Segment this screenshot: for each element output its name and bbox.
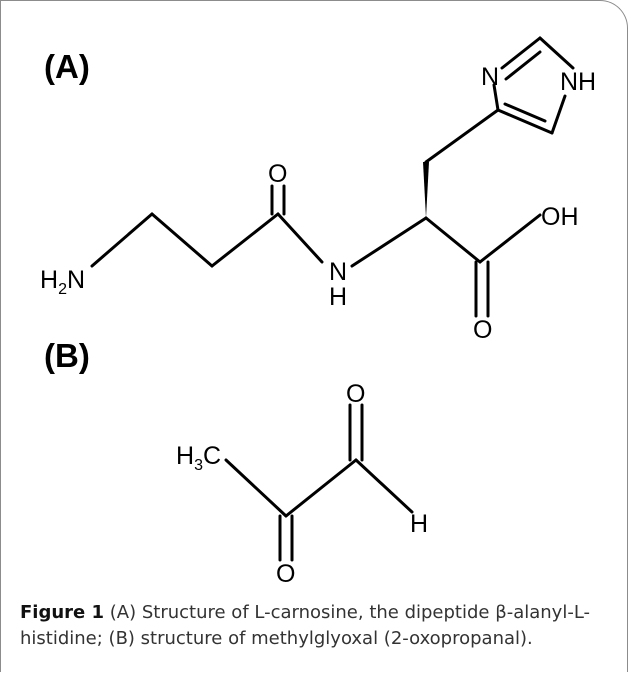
bond-ch2-nh2 bbox=[90, 212, 154, 268]
bond-alpha-nh bbox=[350, 216, 428, 268]
atom-ring-n: N bbox=[481, 63, 499, 91]
figure-caption: Figure 1 (A) Structure of L-carnosine, t… bbox=[20, 600, 610, 652]
atom-oh: OH bbox=[541, 203, 579, 231]
bond-ring-c5-c4 bbox=[496, 108, 554, 135]
bond-ch3-c2 bbox=[224, 458, 288, 518]
atom-amide-n: N bbox=[329, 258, 347, 286]
caption-text: (A) Structure of L-carnosine, the dipept… bbox=[20, 602, 591, 649]
atom-methyl-sub: 3 bbox=[194, 457, 203, 474]
atom-top-o: O bbox=[346, 380, 365, 408]
carnosine-atoms: N NH O OH H2N N H O bbox=[40, 63, 596, 344]
atom-ring-nh: NH bbox=[560, 68, 596, 96]
bond-carboxyl-oh bbox=[478, 213, 542, 264]
bond-alpha-carboxyl bbox=[424, 216, 482, 264]
bond-ring-ch2 bbox=[424, 108, 500, 164]
bond-ring-c4-n bbox=[492, 83, 500, 112]
bond-nh-amide-c bbox=[276, 212, 324, 264]
bond-ch2-ch2 bbox=[150, 212, 214, 268]
atom-amine-n: N bbox=[67, 266, 85, 294]
atom-methyl-h: H bbox=[176, 442, 194, 470]
stereo-wedge-bond bbox=[423, 162, 429, 218]
bond-c2-c1 bbox=[284, 458, 358, 518]
bond-ring-c2-nh bbox=[538, 36, 575, 70]
carnosine-structure bbox=[90, 36, 575, 318]
bond-amide-c-ch2 bbox=[210, 212, 280, 268]
atom-acid-o: O bbox=[473, 316, 492, 344]
caption-label: Figure 1 bbox=[20, 602, 105, 623]
atom-aldehyde-h: H bbox=[410, 510, 428, 538]
atom-amide-h: H bbox=[329, 283, 347, 311]
atom-bottom-o: O bbox=[276, 560, 295, 588]
atom-amine-sub: 2 bbox=[58, 281, 67, 298]
panel-label-a: (A) bbox=[44, 48, 90, 85]
bond-ring-nh-c5 bbox=[550, 94, 567, 135]
bond-ring-c5-c4-double bbox=[503, 102, 547, 123]
bond-c1-h bbox=[354, 458, 414, 514]
bond-ring-c2-n-double bbox=[504, 50, 542, 81]
methylglyoxal-atoms: O H3C H O bbox=[176, 380, 428, 588]
atom-methyl-c: C bbox=[203, 442, 221, 470]
atom-amide-o: O bbox=[268, 160, 287, 188]
atom-amine-h: H bbox=[40, 266, 58, 294]
bond-ring-n-c2 bbox=[500, 36, 542, 70]
methylglyoxal-structure bbox=[224, 403, 414, 562]
atom-methyl: H3C bbox=[176, 442, 221, 474]
panel-label-b: (B) bbox=[44, 337, 90, 374]
atom-amine: H2N bbox=[40, 266, 85, 298]
